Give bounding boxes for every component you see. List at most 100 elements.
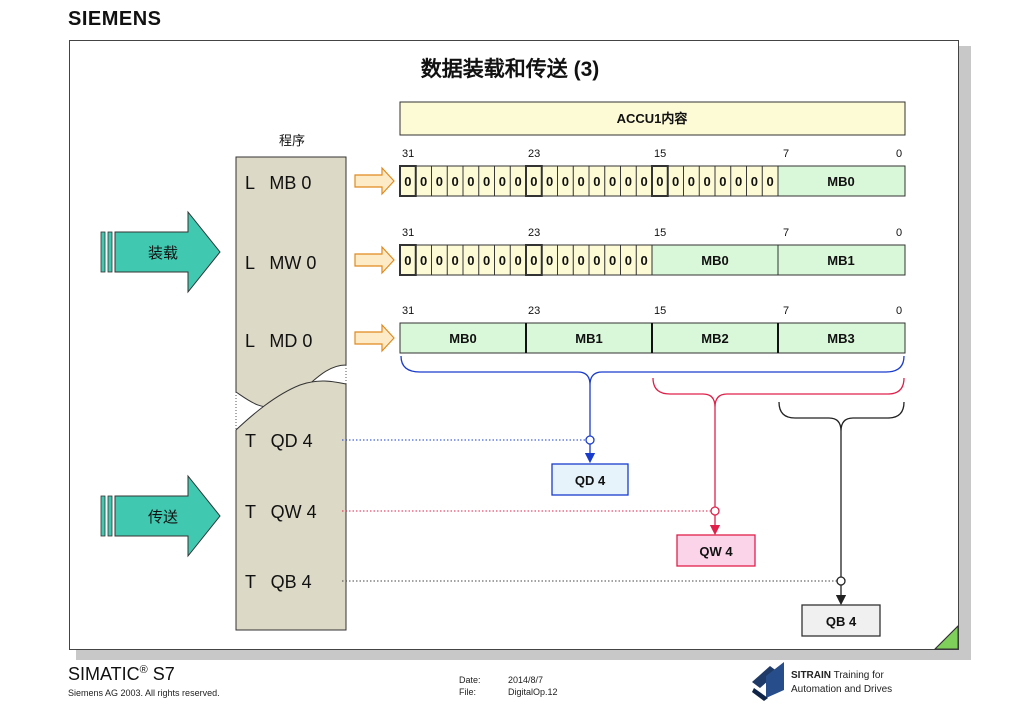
zero-bit-digit: 0 xyxy=(515,253,522,268)
byte-cell-mb1 xyxy=(777,244,906,276)
bit-tick-0: 0 xyxy=(896,305,902,317)
zero-bit-digit: 0 xyxy=(609,174,616,189)
sitrain-line1: SITRAIN Training for xyxy=(791,670,884,681)
zero-bit-digit: 0 xyxy=(467,253,474,268)
zero-bit-digit: 0 xyxy=(467,174,474,189)
byte-cell-mb0 xyxy=(777,165,906,197)
accu-row-md0: MB0 MB1 MB2 MB3 xyxy=(399,322,906,354)
bit-tick-23: 23 xyxy=(528,148,540,160)
zero-bit-digit: 0 xyxy=(499,253,506,268)
zero-bit-digit: 0 xyxy=(452,253,459,268)
byte-label-mb0: MB0 xyxy=(827,174,854,189)
zero-bit-digit: 0 xyxy=(578,253,585,268)
junction-qd4 xyxy=(585,435,595,445)
bit-tick-7: 7 xyxy=(783,148,789,160)
zero-bit-digit: 0 xyxy=(530,253,537,268)
zero-bit-digit: 0 xyxy=(483,253,490,268)
zero-bit-digit: 0 xyxy=(688,174,695,189)
byte-label-mb2: MB2 xyxy=(701,331,728,346)
junction-qw4 xyxy=(710,506,720,516)
sitrain-bold: SITRAIN xyxy=(791,670,831,681)
byte-label-mb1: MB1 xyxy=(575,331,602,346)
bit-tick-0: 0 xyxy=(896,227,902,239)
instruction-t-qd4: T QD 4 xyxy=(245,431,313,451)
zero-bit-digit: 0 xyxy=(593,174,600,189)
bit-tick-23: 23 xyxy=(528,305,540,317)
instruction-l-mw0: L MW 0 xyxy=(245,253,316,273)
instruction-l-md0: L MD 0 xyxy=(245,331,312,351)
footer-copyright: Siemens AG 2003. All rights reserved. xyxy=(68,688,220,698)
zero-bit-digit: 0 xyxy=(404,174,411,189)
transfer-arrow: 传送 xyxy=(100,474,221,558)
zero-bit-digit: 0 xyxy=(609,253,616,268)
zero-bit-digit: 0 xyxy=(562,253,569,268)
zero-bit-digit: 0 xyxy=(499,174,506,189)
sitrain-line2: Automation and Drives xyxy=(791,684,893,695)
zero-bit-digit: 0 xyxy=(578,174,585,189)
zero-bit-digit: 0 xyxy=(530,174,537,189)
byte-label-mb1: MB1 xyxy=(827,253,854,268)
zero-bit-digit: 0 xyxy=(656,174,663,189)
zero-bit-digit: 0 xyxy=(751,174,758,189)
zero-bit-digit: 0 xyxy=(562,174,569,189)
output-box-qb4 xyxy=(801,604,881,637)
sitrain-logo-icon xyxy=(752,662,784,701)
zero-bit-digit: 0 xyxy=(735,174,742,189)
zero-bit-digit: 0 xyxy=(704,174,711,189)
footer-date-label: Date: xyxy=(459,675,481,685)
byte-label-mb0: MB0 xyxy=(701,253,728,268)
footer-product: SIMATIC® S7 xyxy=(68,664,175,685)
accu-header-label: ACCU1内容 xyxy=(617,111,688,126)
zero-bit-digit: 0 xyxy=(515,174,522,189)
output-label-qd4: QD 4 xyxy=(575,473,606,488)
footer-file-value: DigitalOp.12 xyxy=(508,687,558,697)
instruction-t-qw4: T QW 4 xyxy=(245,502,317,522)
footer-product-sup: ® xyxy=(139,664,148,676)
zero-bit-digit: 0 xyxy=(719,174,726,189)
load-md0-arrow xyxy=(354,323,395,353)
load-arrow: 装载 xyxy=(100,210,221,294)
zero-bit-digit: 0 xyxy=(625,253,632,268)
program-panel-top xyxy=(235,156,347,408)
footer-date-value: 2014/8/7 xyxy=(508,675,543,685)
program-label: 程序 xyxy=(279,133,305,148)
byte-cell-mb0 xyxy=(651,244,779,276)
zero-bit-digit: 0 xyxy=(625,174,632,189)
zero-bit-digit: 0 xyxy=(546,253,553,268)
bit-tick-23: 23 xyxy=(528,227,540,239)
page-curl-shadow xyxy=(934,625,959,650)
junction-qb4 xyxy=(836,576,846,586)
slide-title: 数据装载和传送 (3) xyxy=(421,57,600,81)
load-label: 装载 xyxy=(148,245,178,262)
bit-tick-7: 7 xyxy=(783,227,789,239)
output-label-qw4: QW 4 xyxy=(699,544,733,559)
zero-bit-digit: 0 xyxy=(767,174,774,189)
zero-bit-digit: 0 xyxy=(641,174,648,189)
footer-product-name: SIMATIC xyxy=(68,664,140,684)
zero-bit-digit: 0 xyxy=(593,253,600,268)
bit-tick-31: 31 xyxy=(402,148,414,160)
zero-bit-digit: 0 xyxy=(436,253,443,268)
brace-qb4 xyxy=(778,401,905,432)
zero-bit-digit: 0 xyxy=(436,174,443,189)
byte-cell-mb3 xyxy=(777,322,906,354)
instruction-t-qb4: T QB 4 xyxy=(245,572,312,592)
zero-bit-digit: 0 xyxy=(420,253,427,268)
bit-tick-15: 15 xyxy=(654,148,666,160)
output-box-qd4 xyxy=(551,463,629,496)
bit-tick-7: 7 xyxy=(783,305,789,317)
zero-bit-digit: 0 xyxy=(483,174,490,189)
bit-tick-15: 15 xyxy=(654,227,666,239)
byte-cell-mb2 xyxy=(651,322,779,354)
bit-tick-31: 31 xyxy=(402,227,414,239)
footer-product-model: S7 xyxy=(147,664,175,684)
footer-file-label: File: xyxy=(459,687,476,697)
zero-bit-digit: 0 xyxy=(546,174,553,189)
zero-bit-digit: 0 xyxy=(420,174,427,189)
sitrain-rest: Training for xyxy=(831,670,884,681)
accu-header-box xyxy=(399,101,906,136)
